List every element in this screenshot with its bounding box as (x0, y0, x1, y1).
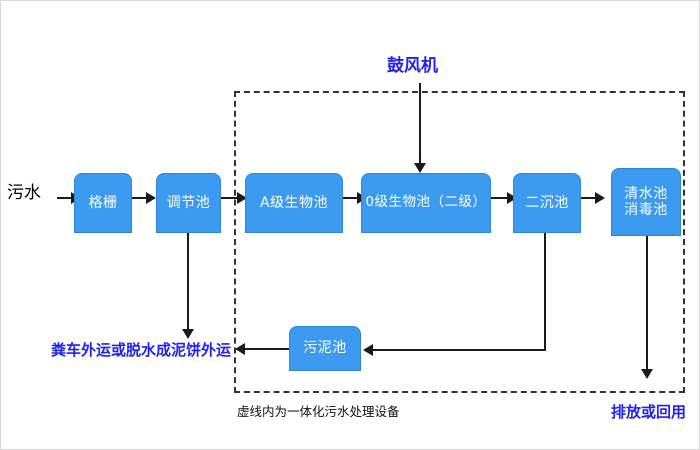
connector-blower-to-o-bio (419, 83, 421, 165)
node-regulation-tank[interactable]: 调节池 (156, 173, 221, 233)
effluent-label: 排放或回用 (611, 403, 687, 421)
connector-regulation-to-sludge-disposal (187, 233, 189, 331)
connector-clearwater-to-effluent (646, 236, 648, 371)
node-secondary-settling-tank[interactable]: 二沉池 (513, 173, 581, 233)
connector-second-settle-return-horizontal (371, 349, 546, 351)
arrowhead-return-to-sludge-tank (363, 344, 373, 356)
arrowhead-o-bio-to-second-settle (507, 192, 517, 204)
blower-label: 鼓风机 (387, 56, 438, 76)
arrowhead-clearwater-to-effluent (641, 369, 653, 379)
node-grille[interactable]: 格栅 (74, 173, 132, 233)
node-a-level-biological-tank[interactable]: A级生物池 (245, 173, 343, 233)
node-o-level-biological-tank[interactable]: 0级生物池（二级） (361, 173, 491, 233)
connector-sludge-tank-to-disposal (243, 348, 289, 350)
arrowhead-regulation-to-sludge-disposal (182, 329, 194, 339)
influent-label: 污水 (7, 183, 41, 203)
node-sludge-tank[interactable]: 污泥池 (289, 326, 361, 371)
connector-grille-to-regulation (132, 197, 148, 199)
sludge-disposal-label: 粪车外运或脱水成泥饼外运 (51, 341, 232, 359)
arrowhead-grille-to-regulation (146, 192, 156, 204)
connector-second-settle-to-clearwater (581, 197, 597, 199)
boundary-caption: 虚线内为一体化污水处理设备 (237, 404, 400, 419)
connector-o-bio-to-second-settle (491, 197, 509, 199)
connector-a-bio-to-o-bio (343, 197, 359, 199)
arrowhead-second-settle-to-clearwater (595, 192, 605, 204)
integrated-equipment-boundary (234, 91, 685, 393)
node-clearwater-disinfection-tank[interactable]: 清水池 消毒池 (611, 168, 681, 236)
arrowhead-regulation-to-a-bio (237, 192, 247, 204)
arrowhead-sludge-tank-to-disposal (235, 343, 245, 355)
arrowhead-blower-to-o-bio (414, 163, 426, 173)
connector-influent-to-grille (57, 197, 73, 199)
connector-second-settle-return-vertical (544, 233, 546, 351)
connector-regulation-to-a-bio (221, 197, 239, 199)
